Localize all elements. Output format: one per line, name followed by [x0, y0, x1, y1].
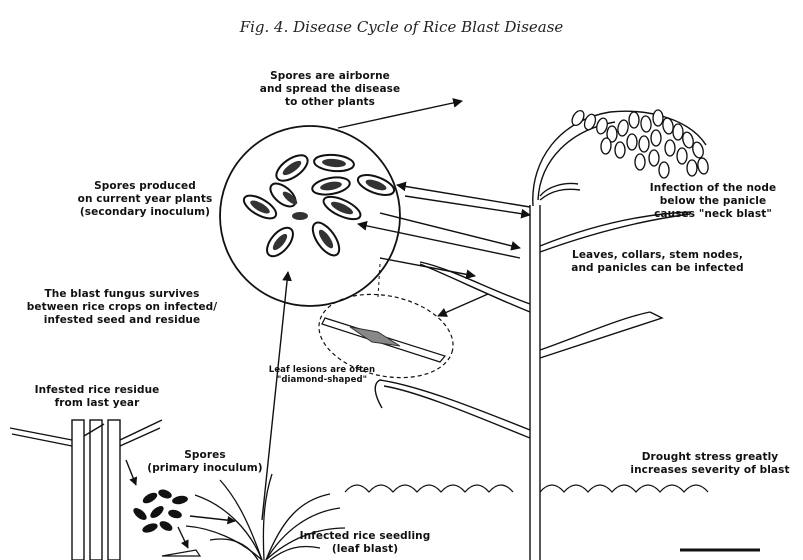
label-neck-blast: Infection of the node below the panicle …: [628, 182, 798, 221]
label-infectable-parts: Leaves, collars, stem nodes, and panicle…: [545, 249, 770, 275]
label-airborne-spores: Spores are airborne and spread the disea…: [240, 70, 420, 109]
label-secondary-inoculum: Spores produced on current year plants (…: [60, 180, 230, 219]
label-infected-seedling: Infected rice seedling (leaf blast): [290, 530, 440, 556]
label-primary-inoculum: Spores (primary inoculum): [140, 449, 270, 475]
label-fungus-survival: The blast fungus survives between rice c…: [22, 288, 222, 327]
label-infested-residue: Infested rice residue from last year: [22, 384, 172, 410]
label-drought-stress: Drought stress greatly increases severit…: [615, 451, 803, 477]
label-diamond-lesions: Leaf lesions are often "diamond-shaped": [262, 365, 382, 385]
rice-residue: [10, 420, 162, 560]
primary-spores: [131, 488, 200, 556]
mature-rice-plant: [375, 109, 709, 560]
secondary-spore-cluster: [220, 126, 400, 306]
